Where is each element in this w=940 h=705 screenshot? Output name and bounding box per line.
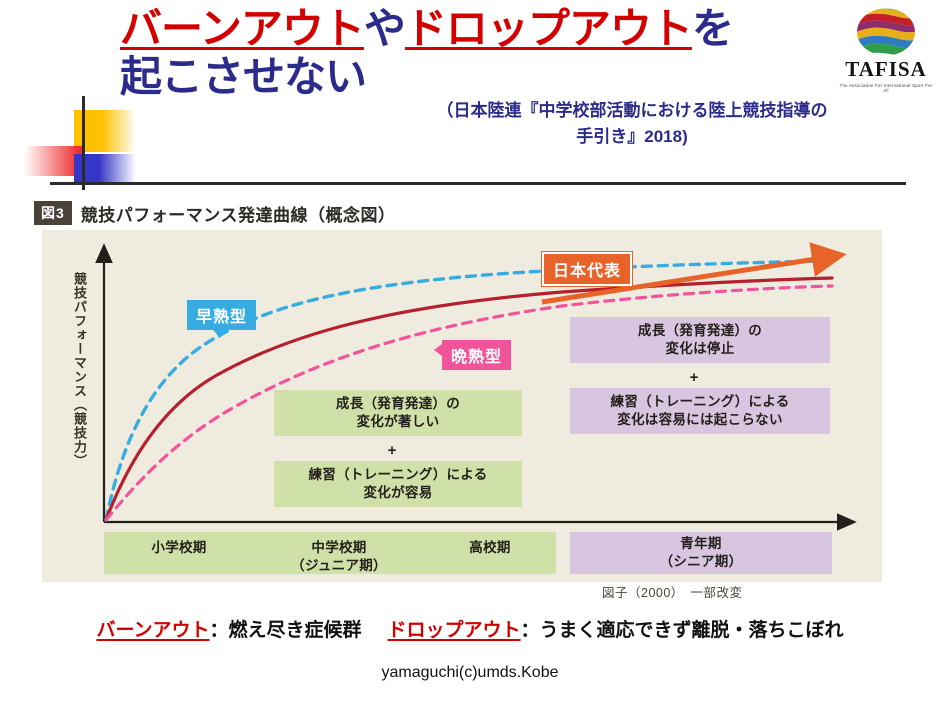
figure-title: 競技パフォーマンス発達曲線（概念図） xyxy=(80,205,396,225)
purple-box2-line2: 変化は容易には起こらない xyxy=(617,412,783,428)
period-senior: 青年期 （シニア期） xyxy=(660,535,743,570)
title-particle-ya: や xyxy=(363,5,406,52)
decorative-corner-graphic xyxy=(24,96,224,196)
period-high-school: 高校期 xyxy=(469,540,511,555)
deco-horizontal-rule xyxy=(50,182,906,185)
legend-term-dropout: ドロップアウト xyxy=(387,620,521,641)
purple-box1-line2: 変化は停止 xyxy=(665,341,735,357)
page-title: バーンアウトやドロップアウトを 起こさせない xyxy=(120,8,780,98)
purple-box2-line1: 練習（トレーニング）による xyxy=(610,394,790,409)
deco-vertical-line xyxy=(82,96,85,190)
purple-box1-line1: 成長（発育発達）の xyxy=(637,323,763,338)
tafisa-globe-icon xyxy=(855,8,917,56)
title-line-1: バーンアウトやドロップアウトを xyxy=(120,8,780,50)
figure-number-badge: 図3 xyxy=(34,201,72,225)
period-bar-senior: 青年期 （シニア期） xyxy=(570,532,832,574)
tafisa-wordmark: TAFISA xyxy=(845,57,927,81)
purple-info-box-training: 練習（トレーニング）による 変化は容易には起こらない xyxy=(570,388,830,435)
green-box1-line2: 変化が著しい xyxy=(356,414,440,430)
green-info-box-training: 練習（トレーニング）による 変化が容易 xyxy=(274,461,522,508)
legend-term-burnout: バーンアウト xyxy=(96,620,210,641)
curve-late-maturing xyxy=(104,284,834,522)
period-senior-line1: 青年期 xyxy=(680,536,722,552)
footer-attribution: yamaguchi(c)umds.Kobe xyxy=(381,664,559,681)
title-keyword-burnout: バーンアウト xyxy=(120,5,365,52)
title-particle-wo: を xyxy=(691,5,734,52)
legend-def-dropout: ：うまく適応できず離脱・落ちこぼれ xyxy=(520,620,844,641)
arrow-national-team xyxy=(541,242,847,305)
citation-line-2: 手引き』2018) xyxy=(576,126,688,146)
period-junior-high-line1: 中学校期 xyxy=(311,540,367,555)
chart-plot-area xyxy=(42,230,882,582)
callout-late-maturing: 晩熟型 xyxy=(433,340,512,370)
callout-national-team: 日本代表 xyxy=(542,252,633,286)
tafisa-wave-svg xyxy=(857,8,915,56)
title-line-2: 起こさせない xyxy=(120,53,367,100)
title-keyword-dropout: ドロップアウト xyxy=(404,5,693,52)
period-junior-high: 中学校期 （ジュニア期） xyxy=(254,539,424,574)
green-box2-line1: 練習（トレーニング）による xyxy=(308,467,488,482)
figure-panel: 競技パフォーマンス（競技力） 早熟型 晩熟型 日本代表 成長（発育発達）の 変化… xyxy=(42,230,882,600)
green-info-box-growth: 成長（発育発達）の 変化が著しい xyxy=(274,390,522,437)
period-senior-line2: （シニア期） xyxy=(659,554,743,569)
legend-def-burnout: ：燃え尽き症候群 xyxy=(209,620,362,641)
figure-header: 図3 競技パフォーマンス発達曲線（概念図） xyxy=(34,200,882,226)
y-axis-label: 競技パフォーマンス（競技力） xyxy=(72,272,87,468)
tafisa-logo: TAFISA The Association For International… xyxy=(838,8,934,93)
performance-development-figure: 図3 競技パフォーマンス発達曲線（概念図） xyxy=(34,200,882,600)
green-boxes-plus: + xyxy=(387,442,397,459)
curve-early-maturing xyxy=(104,259,834,522)
green-box2-line2: 変化が容易 xyxy=(363,485,433,501)
period-bar-youth: 小学校期 中学校期 （ジュニア期） 高校期 xyxy=(104,532,556,574)
period-junior-high-line2: （ジュニア期） xyxy=(291,557,387,573)
callout-early-maturing: 早熟型 xyxy=(187,300,257,338)
terminology-legend: バーンアウト：燃え尽き症候群 ドロップアウト：うまく適応できず離脱・落ちこぼれ xyxy=(0,615,940,642)
figure-credit: 図子（2000） 一部改変 xyxy=(602,586,743,600)
curve-standard xyxy=(104,276,834,522)
tafisa-tagline: The Association For International Sport … xyxy=(839,83,933,93)
purple-info-box-growth: 成長（発育発達）の 変化は停止 xyxy=(570,317,830,364)
citation-line-1: （日本陸連『中学校部活動における陸上競技指導の xyxy=(436,101,828,120)
purple-boxes-plus: + xyxy=(689,369,699,386)
development-curves-svg xyxy=(95,242,857,531)
title-source-citation: （日本陸連『中学校部活動における陸上競技指導の 手引き』2018) xyxy=(392,98,872,149)
period-elementary: 小学校期 xyxy=(151,540,207,555)
green-box1-line1: 成長（発育発達）の xyxy=(335,396,461,411)
